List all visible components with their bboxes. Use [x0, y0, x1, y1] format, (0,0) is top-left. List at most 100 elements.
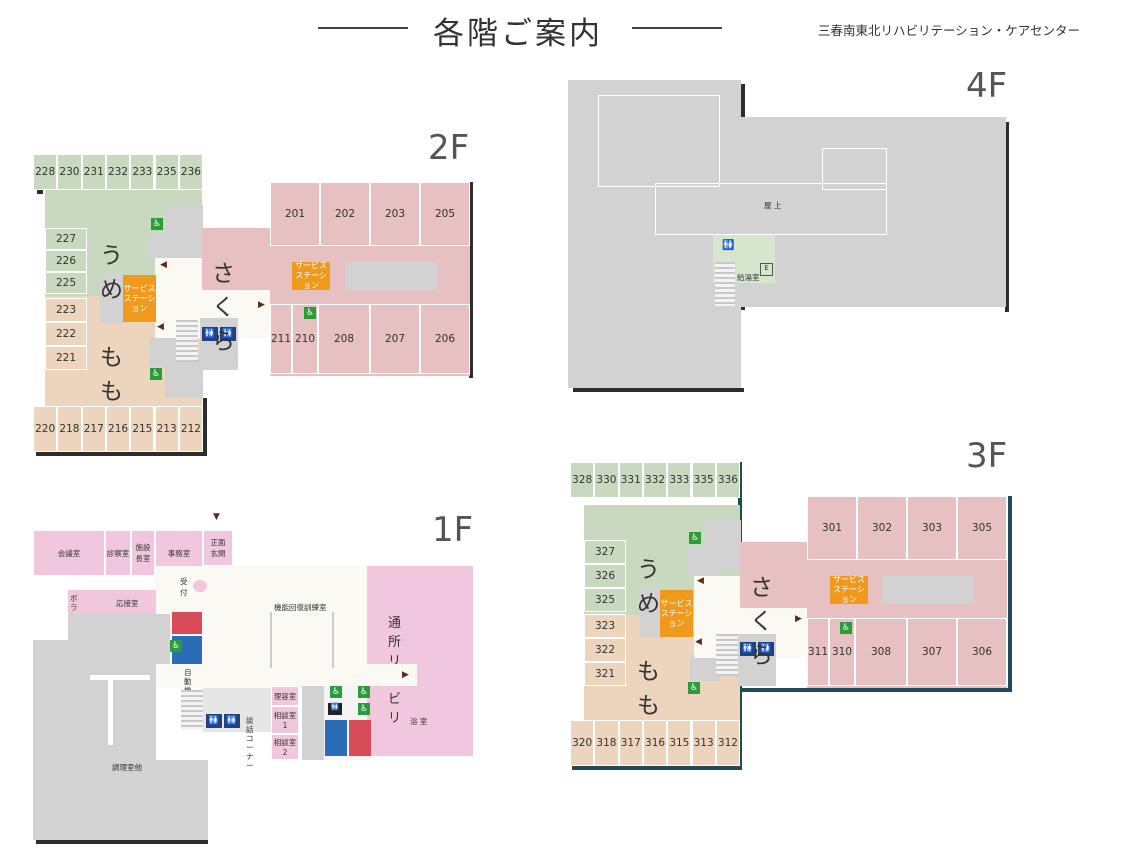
room-317: 317: [618, 720, 643, 766]
wheelchair-icon: ♿: [304, 307, 316, 319]
sakura-area: [740, 542, 808, 608]
room-331: 331: [618, 462, 643, 498]
room-321: 321: [584, 662, 626, 686]
roof-outline: [822, 148, 887, 190]
arrow-icon: ▼: [213, 512, 220, 522]
room-305: 305: [957, 496, 1007, 560]
volunteer-area: [68, 590, 156, 614]
page-header: 各階ご案内: [318, 8, 722, 52]
floor-label-2f: 2F: [428, 128, 470, 168]
room-221: 221: [45, 346, 87, 370]
room-307: 307: [907, 618, 957, 686]
floor-label-3f: 3F: [966, 436, 1008, 476]
restroom-icon: 🚻: [206, 714, 222, 728]
room-212: 212: [178, 406, 204, 452]
wheelchair-icon: ♿: [150, 368, 162, 380]
room-336: 336: [715, 462, 741, 498]
service-station: サービス ステーション: [123, 275, 156, 322]
wall-shadow: [37, 190, 43, 194]
wall-shadow: [1008, 496, 1012, 692]
room-332: 332: [642, 462, 668, 498]
lounge-label: 談話 コーナー: [246, 716, 254, 770]
wheelchair-icon: ♿: [170, 640, 182, 652]
arrow-icon: ▶: [402, 670, 409, 680]
restroom-icon: 🚻: [328, 703, 342, 715]
kitchen-label: 調理室他: [112, 763, 142, 772]
ward-label-ume: うめ: [100, 243, 125, 303]
room-203: 203: [370, 182, 420, 246]
room-318: 318: [594, 720, 619, 766]
wheelchair-icon: ♿: [151, 218, 163, 230]
central-room: [882, 576, 974, 604]
arrow-icon: ▶: [258, 300, 265, 310]
room-label: 施設 長室: [135, 543, 151, 563]
restroom-female: [349, 720, 371, 756]
wheelchair-icon: ♿: [840, 622, 852, 634]
room-306: 306: [957, 618, 1007, 686]
room-216: 216: [105, 406, 131, 452]
service-station: サービス ステーション: [660, 590, 693, 637]
room-316: 316: [642, 720, 668, 766]
arrow-icon: ◀: [695, 637, 702, 647]
room-207: 207: [370, 304, 420, 374]
wheelchair-icon: ♿: [688, 682, 700, 694]
service-room: [302, 686, 324, 760]
wheelchair-icon: ♿: [330, 686, 342, 698]
room-label: 会議室: [57, 548, 81, 558]
room-230: 230: [57, 154, 82, 190]
wall-shadow: [1005, 122, 1009, 312]
restroom-icon: 🚻: [722, 240, 735, 251]
wheelchair-icon: ♿: [358, 703, 370, 715]
elevator-core: [688, 548, 718, 576]
consult-room-1: 相談室 1: [271, 706, 299, 734]
wall-shadow: [469, 182, 473, 378]
rooftop-label: 屋 上: [764, 201, 782, 210]
room-231: 231: [81, 154, 106, 190]
room-label: 理容室: [273, 691, 297, 701]
arrow-icon: ◀: [160, 260, 167, 270]
reception-desk: [193, 580, 207, 592]
room-228: 228: [33, 154, 58, 190]
room-215: 215: [130, 406, 155, 452]
ward-label-momo: もも: [637, 659, 662, 719]
room-315: 315: [667, 720, 692, 766]
kitchen-label: 給湯室: [737, 273, 760, 282]
storage-room: [640, 588, 662, 638]
room-330: 330: [594, 462, 619, 498]
restroom-icon: 🚻: [220, 327, 236, 341]
wall-shadow: [573, 388, 744, 392]
corridor: [367, 664, 417, 686]
room-308: 308: [855, 618, 907, 686]
elevator-icon: E: [760, 263, 773, 276]
ward-label-momo: もも: [100, 345, 125, 405]
wall-shadow: [203, 398, 207, 456]
title-line-left: [318, 27, 408, 29]
restroom-female: [172, 612, 202, 634]
room-label: 相談室 1: [273, 711, 297, 730]
room-325: 325: [584, 588, 626, 612]
training-label: 機能回復訓練室: [274, 603, 327, 612]
service-station: サービス ステーション: [292, 261, 330, 290]
room-327: 327: [584, 540, 626, 564]
room-328: 328: [570, 462, 595, 498]
title-line-right: [632, 27, 722, 29]
room-220: 220: [33, 406, 58, 452]
room-236: 236: [178, 154, 204, 190]
room-223: 223: [45, 298, 87, 322]
wall-shadow: [36, 452, 206, 456]
ward-label-sakura: さくら: [212, 261, 237, 355]
restroom-male: [325, 720, 347, 756]
room-218: 218: [57, 406, 82, 452]
room-235: 235: [154, 154, 179, 190]
room-222: 222: [45, 322, 87, 346]
room-312: 312: [715, 720, 741, 766]
room-label: 事務室: [167, 548, 191, 558]
arrow-icon: ◀: [157, 322, 164, 332]
room-326: 326: [584, 564, 626, 588]
consult-room-2: 相談室 2: [271, 734, 299, 760]
room-232: 232: [105, 154, 131, 190]
arrow-icon: ▶: [795, 614, 802, 624]
room-213: 213: [154, 406, 179, 452]
room-333: 333: [667, 462, 692, 498]
room-label: 相談室 2: [273, 738, 297, 757]
